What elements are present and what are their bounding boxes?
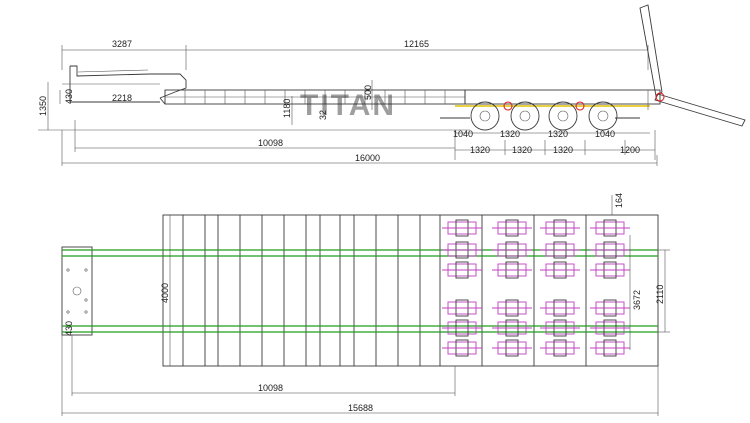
dim-track: 2110 [655,285,665,304]
gooseneck-plate [61,246,93,336]
axle-wheels-side [470,101,618,131]
dim-axle-lower-4: 1200 [620,145,640,155]
wheel-group [590,241,630,259]
side-view: 3287 12165 [38,4,746,166]
dim-deck-length: 12165 [404,39,429,49]
kingpin [72,286,82,296]
wheel-group [492,241,532,259]
main-beams [62,249,658,333]
top-view: 164 3672 2110 4000 430 10098 15688 [61,193,670,416]
wheel-group [442,261,482,279]
dim-beam-height: 32 [318,110,328,120]
dim-axle-offset: 500 [363,85,373,100]
dim-axle-spacing-3: 1320 [548,129,568,139]
deck-crossmembers-top [182,215,587,366]
dim-bolster: 164 [614,193,624,208]
wheel-group [442,339,482,357]
wheel-group [492,319,532,337]
dim-gooseneck-deck: 2218 [112,93,132,103]
wheel-group [590,219,630,237]
deck-crossmembers-side [184,90,446,104]
dim-gooseneck-length: 3287 [112,39,132,49]
dim-total-length-top: 15688 [348,403,373,413]
dim-axle-spacing-1: 1040 [453,129,473,139]
wheel-group [442,319,482,337]
dim-axle-lower-1: 1320 [470,145,490,155]
wheel-group [590,339,630,357]
watermark: TITAN [300,89,396,122]
dim-main-deck-side: 10098 [258,138,283,148]
wheel-group [540,299,580,317]
wheel-group [590,299,630,317]
dim-axle-spacing-4: 1040 [595,129,615,139]
wheel-group [540,319,580,337]
wheel-group [442,219,482,237]
suspension-wheel-groups [442,219,630,357]
dim-overall-height: 1350 [38,96,48,116]
wheel-group [492,339,532,357]
wheel-group [590,261,630,279]
wheel-group [442,241,482,259]
dim-total-length-side: 16000 [355,153,380,163]
wheel-group [540,241,580,259]
dim-main-deck-top: 10098 [258,383,283,393]
wheel-group [492,219,532,237]
wheel-group [492,299,532,317]
dim-axle-spacing-2: 1320 [500,129,520,139]
rear-ramp-side [639,4,746,127]
wheel-group [492,261,532,279]
deck-outline-top [162,214,659,367]
wheel-group [442,299,482,317]
dim-kingpin: 430 [64,321,74,336]
wheel-group [540,261,580,279]
wheel-group [590,319,630,337]
wheel-group [540,339,580,357]
dim-axle-lower-2: 1320 [512,145,532,155]
dim-axle-lower-3: 1320 [553,145,573,155]
wheel-group [540,219,580,237]
dim-gooseneck-height: 430 [64,89,74,104]
dim-deck-width: 4000 [160,283,170,303]
dim-deck-height: 1180 [282,99,292,118]
dim-inner-width: 3672 [632,290,642,310]
